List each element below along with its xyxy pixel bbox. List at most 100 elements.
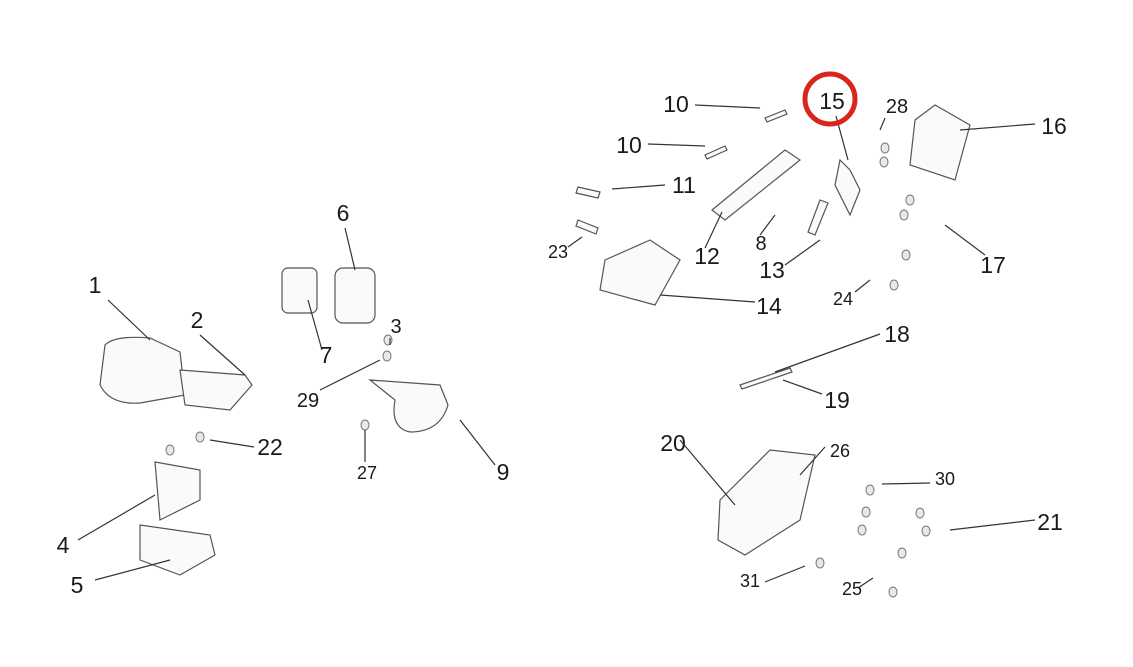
fastener-part [897, 547, 907, 559]
part-label-18: 18 [884, 321, 910, 347]
part-label-21: 21 [1037, 509, 1063, 535]
fastener-part [921, 525, 931, 537]
box-16-part [909, 104, 971, 181]
part-label-11: 11 [672, 172, 696, 198]
leader-line [854, 279, 871, 293]
link-13-part [807, 199, 829, 236]
leader-line [344, 227, 356, 271]
housing-20-part [717, 449, 816, 556]
leader-line [857, 577, 874, 589]
bracket-15-part [834, 158, 861, 217]
left-switch-housing-part [154, 461, 201, 521]
shaft-12-part [711, 149, 802, 221]
part-label-12: 12 [694, 243, 720, 269]
bolt-11-part [575, 186, 601, 199]
fastener-part [899, 209, 909, 221]
horn-part [368, 379, 449, 433]
fastener-part [865, 484, 875, 496]
part-label-6: 6 [337, 200, 350, 226]
leader-line [459, 419, 496, 466]
fastener-part [165, 444, 175, 456]
highlight-circle [802, 71, 858, 127]
part-label-8: 8 [755, 233, 766, 255]
leader-line [209, 439, 255, 448]
fastener-part [195, 431, 205, 443]
part-label-2: 2 [191, 307, 204, 333]
fastener-part [382, 350, 392, 362]
part-label-29: 29 [297, 390, 319, 412]
cable-18-part [739, 367, 793, 390]
part-label-15: 15 [819, 88, 845, 114]
part-label-13: 13 [759, 257, 785, 283]
headlight-part [99, 336, 186, 404]
part-label-14: 14 [756, 293, 782, 319]
part-label-28: 28 [886, 96, 908, 118]
fastener-part [879, 156, 889, 168]
leader-line [799, 446, 826, 476]
leader-line [944, 224, 986, 256]
part-label-5: 5 [71, 572, 84, 598]
leader-line [199, 334, 246, 376]
fastener-part [880, 142, 890, 154]
part-label-30: 30 [935, 469, 955, 489]
part-label-16: 16 [1041, 113, 1067, 139]
leader-line [774, 333, 881, 373]
part-label-10: 10 [663, 91, 689, 117]
part-drawings [99, 104, 971, 598]
part-label-4: 4 [57, 532, 70, 558]
leader-line [879, 117, 886, 131]
part-label-24: 24 [833, 289, 853, 309]
leader-line [94, 559, 171, 581]
fastener-part [815, 557, 825, 569]
leader-line [764, 565, 806, 583]
leader-line [567, 236, 583, 248]
part-label-22: 22 [257, 434, 283, 460]
leader-line [659, 294, 756, 303]
part-label-26: 26 [830, 441, 850, 461]
fastener-part [360, 419, 370, 431]
pedal-14-part [599, 239, 681, 306]
leader-line [759, 214, 776, 236]
part-label-27: 27 [357, 463, 377, 483]
pin-10a-part [764, 109, 788, 123]
leader-line [959, 123, 1036, 131]
leader-line [307, 299, 323, 351]
leader-line [319, 359, 381, 391]
fastener-part [905, 194, 915, 206]
part-label-7: 7 [320, 342, 333, 368]
fastener-part [861, 506, 871, 518]
ignition-cap-part [334, 267, 376, 324]
part-label-3: 3 [390, 316, 401, 338]
fastener-part [857, 524, 867, 536]
leader-line [704, 211, 723, 249]
part-label-1: 1 [89, 272, 102, 298]
part-label-25: 25 [842, 579, 862, 599]
leader-line [949, 519, 1036, 531]
part-label-17: 17 [980, 252, 1006, 278]
leader-line [782, 379, 823, 395]
bolt-23-part [575, 219, 599, 235]
part-label-31: 31 [740, 571, 760, 591]
fastener-part [901, 249, 911, 261]
leader-line [77, 494, 156, 541]
key-switch-part [281, 267, 318, 314]
part-label-9: 9 [497, 459, 510, 485]
part-label-19: 19 [824, 387, 850, 413]
leader-line [611, 184, 666, 190]
part-label-10: 10 [616, 132, 642, 158]
part-label-20: 20 [660, 430, 686, 456]
part-label-23: 23 [548, 242, 568, 262]
leader-line [881, 482, 931, 485]
fastener-part [915, 507, 925, 519]
leader-line [784, 239, 821, 266]
left-switch-lower-part [139, 524, 216, 576]
leader-line [647, 143, 706, 147]
leader-line [679, 439, 736, 506]
fastener-part [889, 279, 899, 291]
headlight-bracket-part [179, 369, 253, 411]
pin-10b-part [704, 145, 728, 160]
fastener-part [888, 586, 898, 598]
leader-line [694, 104, 761, 109]
